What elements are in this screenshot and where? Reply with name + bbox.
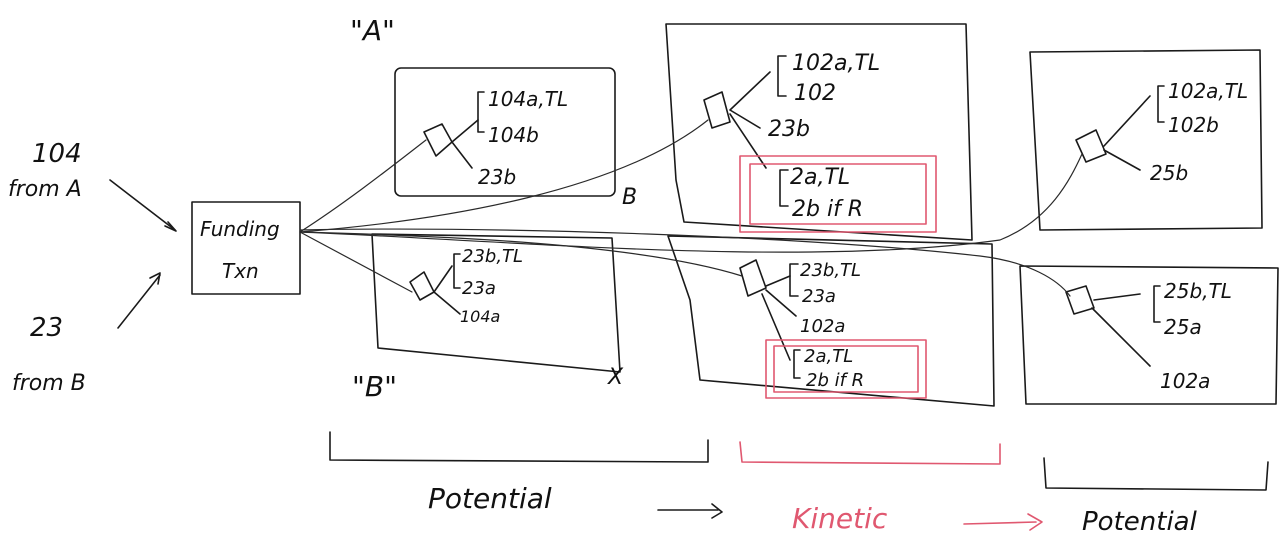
- commitment-b3-bot: 25a: [1164, 315, 1202, 339]
- funding-line1: Funding: [200, 217, 280, 241]
- commitment-a2-bracket: [777, 55, 787, 97]
- commitment-a1-side: 23b: [478, 165, 516, 189]
- funding-txn-box: [191, 201, 301, 295]
- commitment-b1-side: 104a: [460, 307, 500, 326]
- link-funding-a2: [299, 119, 709, 233]
- input-a-from: from A: [8, 177, 82, 202]
- arrowhead-b: [149, 272, 161, 285]
- commitment-b2-htlc-outer: [765, 339, 927, 399]
- commitment-b2-htlc-inner: [773, 345, 919, 393]
- commitment-b1-top: 23b,TL: [462, 246, 523, 267]
- funding-line2: Txn: [222, 259, 259, 283]
- commitment-b2-bot: 23a: [802, 286, 836, 307]
- commitment-a2-htlc-bracket: [779, 169, 789, 207]
- commitment-b2-side: 102a: [800, 316, 845, 337]
- commitment-a1-node: [423, 123, 453, 157]
- link-funding-a3: [299, 153, 1083, 253]
- commitment-b2-top: 23b,TL: [800, 260, 861, 281]
- commitment-a1-top: 104a,TL: [488, 87, 568, 111]
- input-b-from: from B: [12, 371, 86, 396]
- bracket-potential-2: [1043, 457, 1269, 491]
- label-quote-b: "B": [352, 370, 397, 403]
- arrow-a-to-funding: [109, 179, 176, 231]
- label-kinetic: Kinetic: [792, 502, 888, 535]
- commitment-a3-side: 25b: [1150, 161, 1188, 185]
- arrowhead-potential-to-kinetic: [711, 503, 723, 519]
- commitment-b3-box: [1019, 265, 1279, 405]
- link-funding-b2: [299, 231, 743, 277]
- commitment-a3-bot: 102b: [1168, 113, 1219, 137]
- commitment-b1-mark-x: X: [607, 365, 624, 390]
- commitment-a2-htlc-outer: [739, 155, 937, 233]
- commitment-b1-node: [409, 271, 435, 301]
- link-funding-b3: [299, 228, 1071, 297]
- commitment-a2-node: [703, 91, 731, 129]
- commitment-a3-branches: [1103, 95, 1151, 171]
- arrowhead-kinetic-to-potential: [1027, 513, 1043, 531]
- commitment-a3-box: [1029, 49, 1263, 231]
- bracket-potential-1: [329, 431, 709, 463]
- link-funding-a1: [299, 139, 427, 233]
- label-potential-1: Potential: [428, 482, 552, 515]
- commitment-a1-bot: 104b: [488, 123, 539, 147]
- commitment-a3-node: [1075, 129, 1107, 163]
- commitment-a1-branches: [451, 119, 479, 169]
- commitment-a3-bracket: [1157, 85, 1165, 123]
- commitment-a1-mark-b: B: [622, 185, 637, 210]
- commitment-a3-top: 102a,TL: [1168, 79, 1248, 103]
- commitment-a2-bot: 102: [794, 81, 836, 106]
- label-potential-2: Potential: [1082, 507, 1198, 537]
- commitment-a2-htlc-inner: [749, 163, 927, 225]
- commitment-b3-side: 102a: [1160, 369, 1210, 393]
- commitment-b1-branches: [433, 265, 461, 315]
- commitment-b1-box: [371, 233, 621, 373]
- commitment-b3-bracket: [1153, 285, 1161, 323]
- input-b-amount: 23: [30, 313, 63, 343]
- arrow-kinetic-to-potential: [963, 521, 1037, 525]
- commitment-a1-bracket: [477, 91, 485, 133]
- commitment-b1-bracket: [453, 253, 461, 289]
- commitment-b2-bracket: [789, 263, 799, 297]
- commitment-b2-branches: [761, 275, 797, 361]
- arrow-b-to-funding: [117, 274, 161, 329]
- arrowhead-a: [164, 221, 177, 232]
- commitment-b3-node: [1065, 285, 1095, 315]
- commitment-b2-node: [739, 259, 767, 297]
- input-a-amount: 104: [32, 139, 82, 169]
- commitment-b3-branches: [1091, 293, 1151, 367]
- commitment-b2-htlc-top: 2a,TL: [804, 346, 853, 367]
- label-quote-a: "A": [350, 14, 395, 47]
- link-funding-b1: [299, 231, 413, 293]
- commitment-b3-top: 25b,TL: [1164, 279, 1232, 303]
- commitment-a2-htlc-top: 2a,TL: [790, 165, 850, 190]
- commitment-a2-htlc-bot: 2b if R: [792, 197, 863, 222]
- commitment-b2-htlc-bracket: [793, 349, 801, 379]
- bracket-kinetic: [739, 441, 1001, 465]
- commitment-a2-side: 23b: [768, 117, 810, 142]
- commitment-a1-box: [394, 67, 616, 197]
- commitment-a2-top: 102a,TL: [792, 51, 880, 76]
- commitment-b2-box: [667, 235, 995, 407]
- commitment-a2-branches: [729, 71, 771, 169]
- commitment-a2-box: [665, 23, 973, 241]
- commitment-b1-bot: 23a: [462, 278, 496, 299]
- commitment-b2-htlc-bot: 2b if R: [806, 370, 864, 391]
